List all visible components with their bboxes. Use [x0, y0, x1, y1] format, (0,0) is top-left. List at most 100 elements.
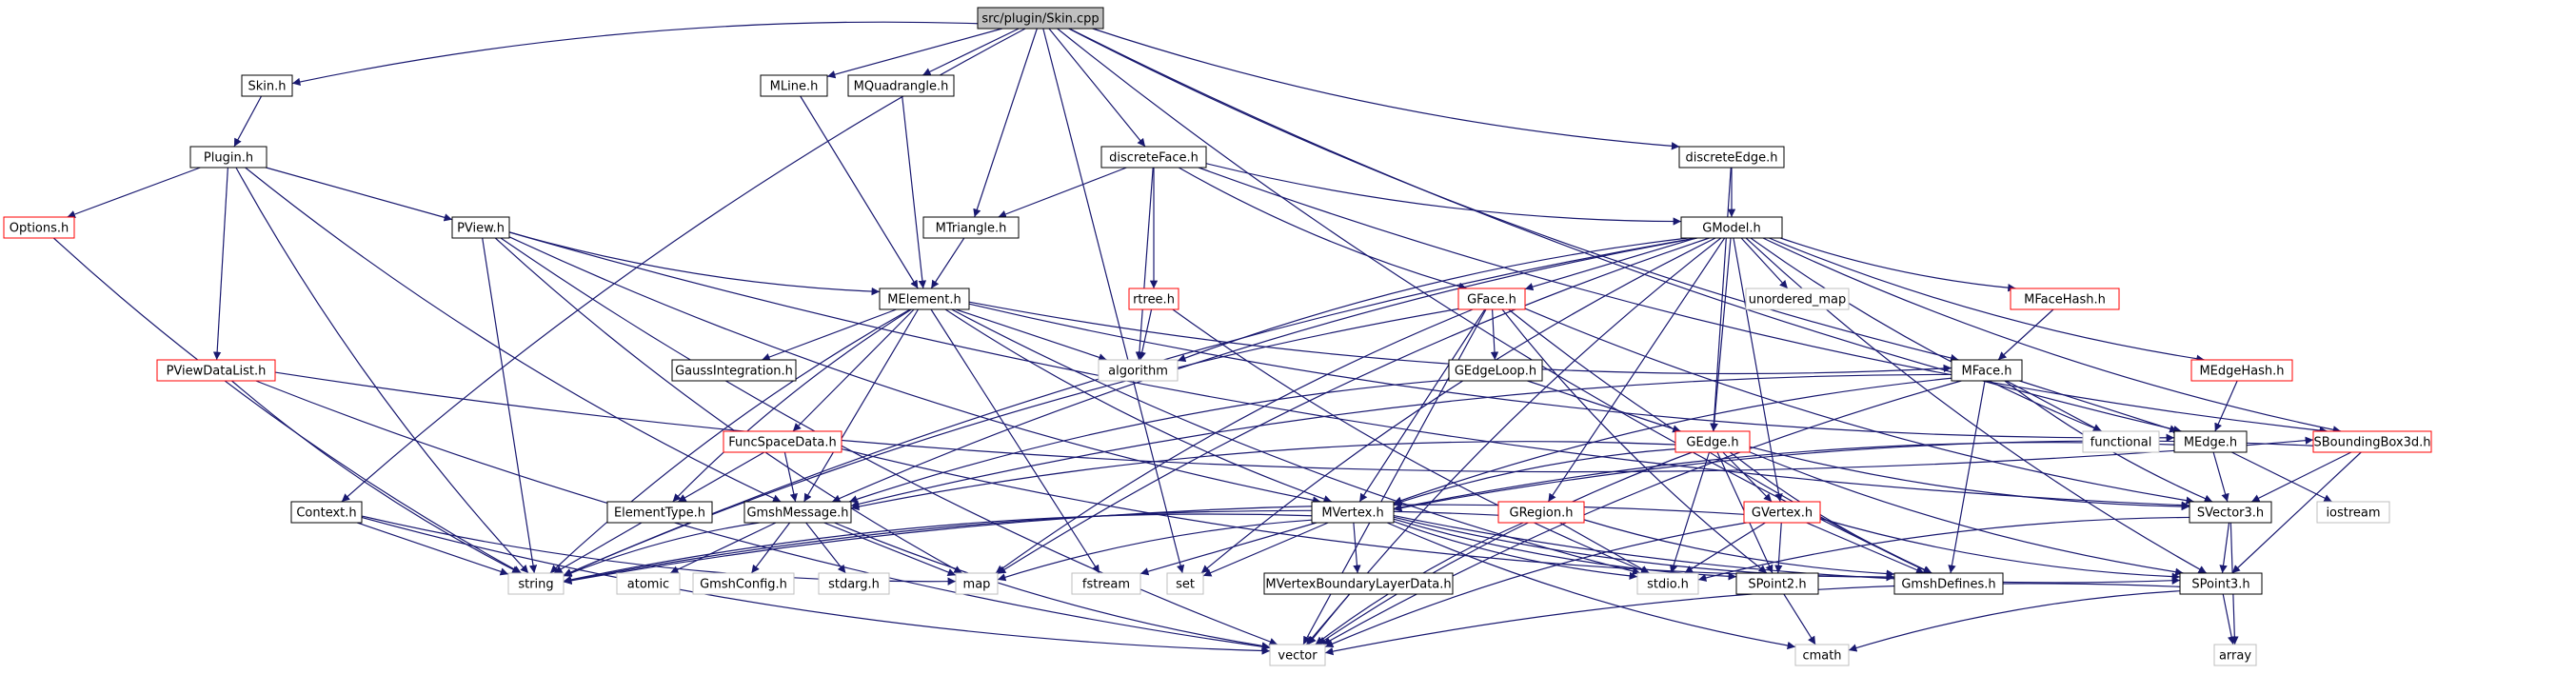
node-skinh[interactable]: Skin.h — [241, 74, 293, 97]
node-label-gmodel: GModel.h — [1702, 222, 1760, 236]
node-label-spoint3: SPoint3.h — [2191, 578, 2249, 592]
edge-gmodel-to-gface — [1524, 237, 1697, 291]
node-box-gvertex — [1743, 501, 1821, 524]
node-medge[interactable]: MEdge.h — [2173, 430, 2248, 453]
edge-spoint2-to-cmath — [1783, 593, 1816, 645]
edge-mtri-to-melement — [930, 237, 965, 289]
node-melement[interactable]: MElement.h — [879, 288, 970, 310]
node-algorithm: algorithm — [1098, 359, 1179, 382]
node-mvbl[interactable]: MVertexBoundaryLayerData.h — [1263, 572, 1454, 595]
node-gregion[interactable]: GRegion.h — [1497, 501, 1585, 524]
node-mquad[interactable]: MQuadrangle.h — [847, 74, 955, 97]
edge-melement-to-funcspace — [792, 308, 915, 432]
node-label-mfacehash: MFaceHash.h — [2024, 293, 2106, 308]
node-spoint3[interactable]: SPoint3.h — [2179, 572, 2263, 595]
node-box-medge — [2173, 430, 2248, 453]
node-gmshconfig: GmshConfig.h — [692, 572, 795, 595]
edge-skincpp-to-mtri — [973, 28, 1038, 218]
node-dedge[interactable]: discreteEdge.h — [1678, 146, 1785, 169]
node-label-mvertex: MVertex.h — [1321, 506, 1383, 521]
node-vector: vector — [1269, 644, 1326, 666]
edge-skincpp-to-mline — [826, 28, 1003, 79]
node-box-gmshmsg — [743, 501, 852, 524]
node-mface[interactable]: MFace.h — [1951, 359, 2023, 382]
node-label-mvbl: MVertexBoundaryLayerData.h — [1265, 578, 1451, 592]
edge-gface-to-gedgeloop — [1490, 308, 1499, 361]
edge-melement-to-gmshmsg — [803, 308, 919, 503]
node-pviewdl[interactable]: PViewDataList.h — [156, 359, 276, 382]
node-label-atomic: atomic — [627, 578, 669, 592]
node-options[interactable]: Options.h — [3, 216, 75, 239]
node-dface[interactable]: discreteFace.h — [1100, 146, 1207, 169]
node-spoint2[interactable]: SPoint2.h — [1735, 572, 1819, 595]
node-box-iostream — [2316, 501, 2390, 524]
node-box-mquad — [847, 74, 955, 97]
node-mvertex[interactable]: MVertex.h — [1311, 501, 1395, 524]
node-label-gmshconfig: GmshConfig.h — [700, 578, 787, 592]
node-label-plugin: Plugin.h — [204, 151, 253, 166]
edge-gregion-to-gmshdefines — [1583, 519, 1895, 578]
edge-mvertex-to-stdio — [1393, 521, 1638, 581]
edge-gmodel-to-gmshmsg — [831, 237, 1698, 503]
node-box-fstream — [1071, 572, 1141, 595]
node-box-algorithm — [1098, 359, 1179, 382]
node-box-mvertex — [1311, 501, 1395, 524]
node-plugin[interactable]: Plugin.h — [189, 146, 268, 169]
node-gedge[interactable]: GEdge.h — [1674, 430, 1751, 453]
edge-plugin-to-pviewdl — [212, 167, 228, 361]
edge-gface-to-mvertex — [1358, 308, 1486, 503]
edge-gmodel-to-gvertex — [1733, 237, 1783, 503]
edge-mvertex-to-set — [1202, 522, 1329, 577]
edge-gvertex-to-gmshdefines — [1806, 522, 1925, 574]
node-box-string — [507, 572, 565, 595]
edge-mface-to-gmshdefines — [1948, 380, 1986, 574]
node-box-contexth — [290, 501, 363, 524]
node-gaussint[interactable]: GaussIntegration.h — [671, 359, 797, 382]
node-label-gedge: GEdge.h — [1686, 436, 1738, 450]
node-atomic: atomic — [616, 572, 681, 595]
node-mtri[interactable]: MTriangle.h — [922, 216, 1020, 239]
node-box-mvbl — [1263, 572, 1454, 595]
node-label-gaussint: GaussIntegration.h — [675, 365, 793, 379]
node-rtree[interactable]: rtree.h — [1128, 288, 1179, 310]
edge-options-to-string — [52, 237, 522, 574]
node-sbbox[interactable]: SBoundingBox3d.h — [2312, 430, 2432, 453]
node-unordered: unordered_map — [1745, 288, 1850, 310]
node-cmath: cmath — [1794, 644, 1850, 666]
node-gedgeloop[interactable]: GEdgeLoop.h — [1448, 359, 1543, 382]
edge-dface-to-algorithm — [1135, 167, 1154, 361]
edge-melement-to-string — [549, 308, 911, 574]
edge-gedgeloop-to-gmshmsg — [848, 379, 1450, 504]
node-contexth[interactable]: Context.h — [290, 501, 363, 524]
edge-eltype-to-string — [553, 522, 643, 574]
node-gmodel[interactable]: GModel.h — [1680, 216, 1783, 239]
node-box-stdio — [1636, 572, 1699, 595]
edge-mface-to-mvertex — [1393, 377, 1952, 505]
node-box-medgehash — [2190, 359, 2293, 382]
edge-rtree-to-stdio — [1172, 308, 1650, 574]
node-gvertex[interactable]: GVertex.h — [1743, 501, 1821, 524]
edge-svector-to-stdio — [1697, 516, 2190, 582]
node-pview[interactable]: PView.h — [451, 216, 510, 239]
node-gmshdefines[interactable]: GmshDefines.h — [1893, 572, 2004, 595]
edge-melement-to-fstream — [930, 308, 1100, 574]
node-eltype[interactable]: ElementType.h — [606, 501, 713, 524]
node-gface[interactable]: GFace.h — [1457, 288, 1526, 310]
node-box-set — [1166, 572, 1204, 595]
node-mfacehash[interactable]: MFaceHash.h — [2010, 288, 2120, 310]
node-box-gedge — [1674, 430, 1751, 453]
node-svector[interactable]: SVector3.h — [2189, 501, 2272, 524]
node-label-mface: MFace.h — [1962, 365, 2012, 379]
edge-mvertex-to-string — [563, 513, 1313, 584]
node-funcspace[interactable]: FuncSpaceData.h — [723, 430, 842, 453]
edge-gmodel-to-mfacehash — [1780, 237, 2016, 292]
node-mline[interactable]: MLine.h — [760, 74, 828, 97]
node-label-cmath: cmath — [1802, 649, 1841, 664]
node-label-dedge: discreteEdge.h — [1685, 151, 1777, 166]
node-gmshmsg[interactable]: GmshMessage.h — [743, 501, 852, 524]
node-skincpp[interactable]: src/plugin/Skin.cpp — [977, 7, 1104, 30]
edge-skinh-to-plugin — [233, 95, 263, 148]
node-box-mtri — [922, 216, 1020, 239]
node-medgehash[interactable]: MEdgeHash.h — [2190, 359, 2293, 382]
